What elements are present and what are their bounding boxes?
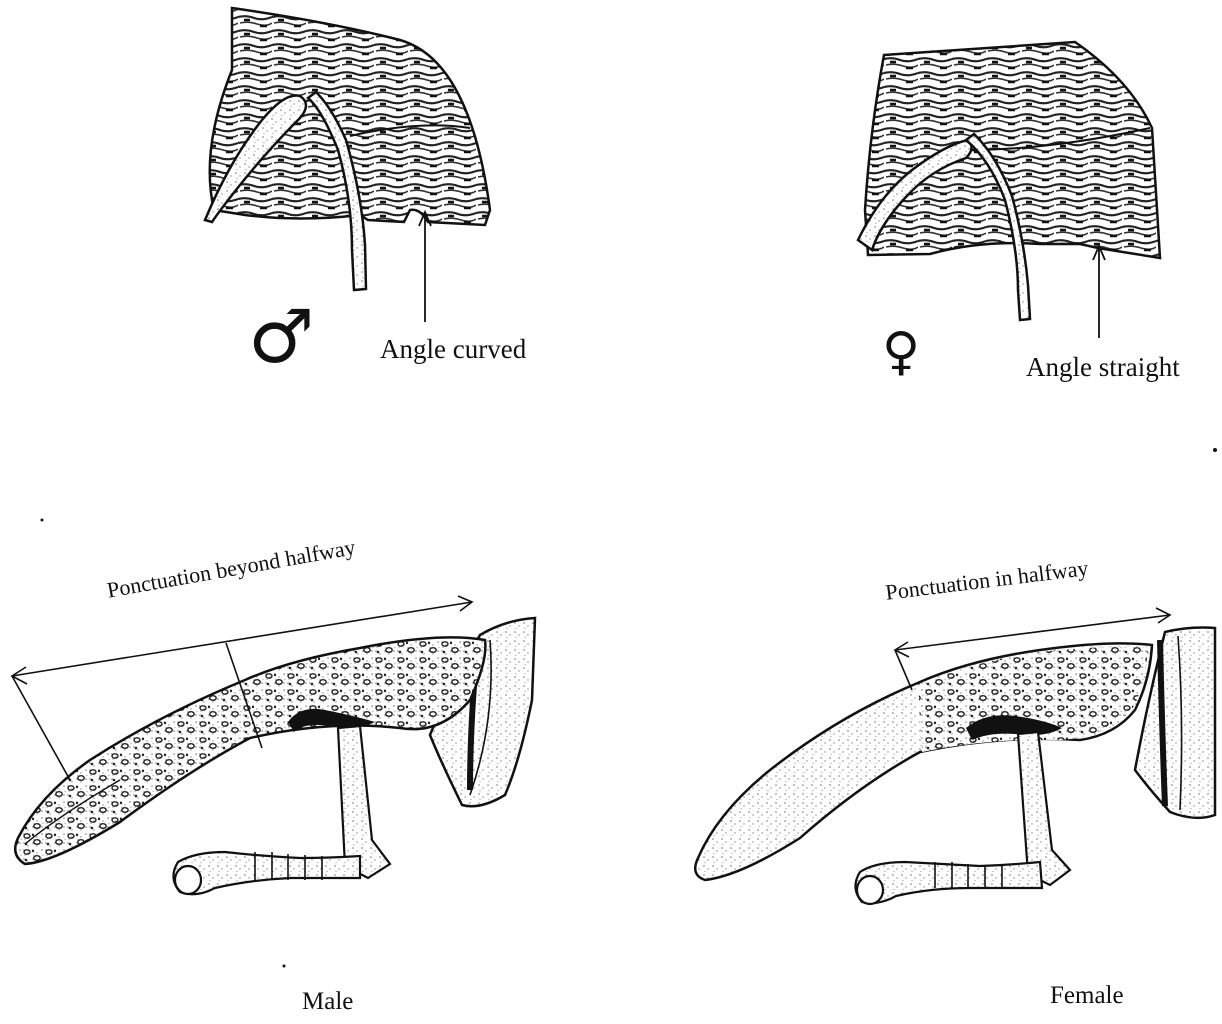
female-symbol-icon: ♀ [882, 326, 920, 378]
male-rostrum-drawing [12, 596, 535, 894]
angle-curved-label: Angle curved [380, 334, 526, 365]
female-thorax-drawing [858, 42, 1160, 338]
male-symbol-icon: ♂ [248, 300, 314, 374]
female-caption: Female [1050, 982, 1124, 1010]
male-thorax-drawing [205, 8, 490, 322]
angle-straight-label: Angle straight [1026, 352, 1180, 383]
female-rostrum-drawing [695, 608, 1215, 904]
male-caption: Male [302, 988, 353, 1016]
